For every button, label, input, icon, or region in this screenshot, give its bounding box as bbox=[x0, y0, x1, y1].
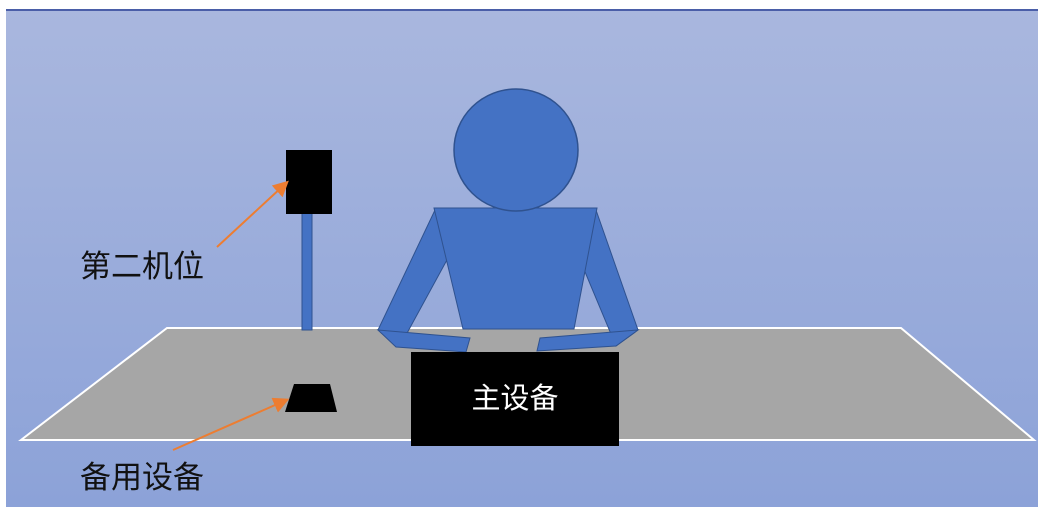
second-camera-device bbox=[286, 150, 332, 214]
backup-device-label: 备用设备 bbox=[80, 463, 204, 494]
camera-pole bbox=[302, 212, 312, 330]
second-camera-label: 第二机位 bbox=[80, 252, 204, 283]
person-head bbox=[454, 89, 578, 211]
person-torso bbox=[434, 208, 597, 329]
main-device-label: 主设备 bbox=[412, 384, 618, 413]
backup-device bbox=[285, 384, 337, 412]
